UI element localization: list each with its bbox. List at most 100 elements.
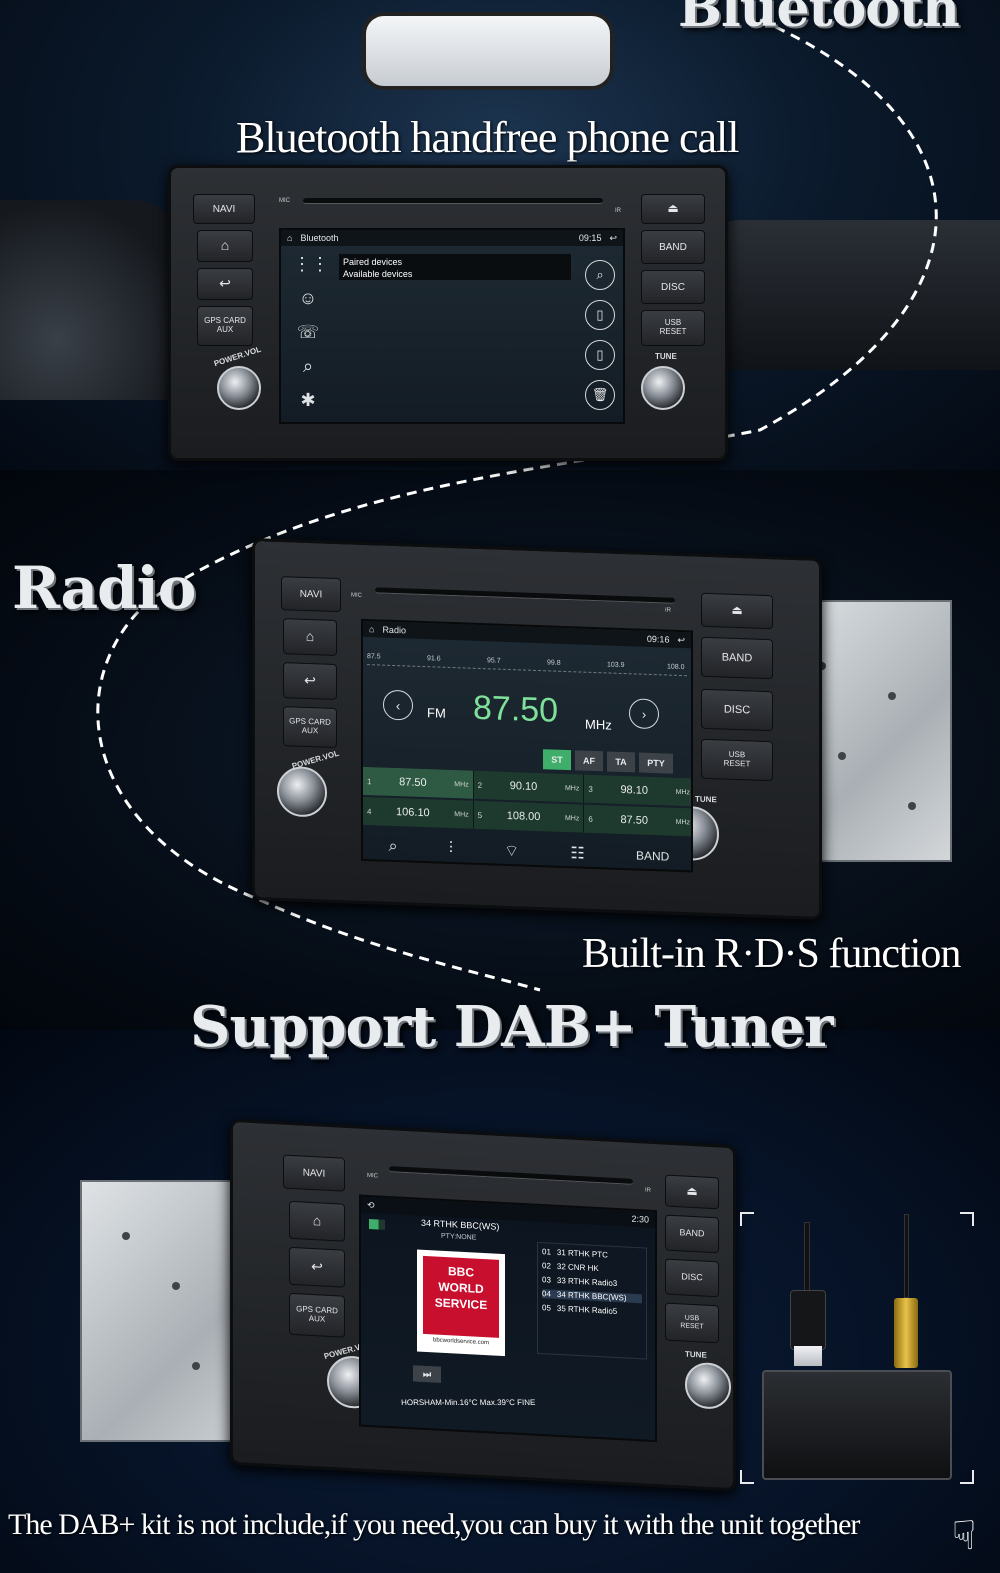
seek-forward-icon[interactable]: › [629,698,659,730]
contacts-icon[interactable]: ☺ [298,288,318,308]
home-icon: ⌂ [305,628,315,645]
tune-label: TUNE [655,352,677,361]
frame-corner [960,1212,974,1226]
back-button[interactable]: ↩ [289,1246,345,1288]
home-button[interactable]: ⌂ [283,618,337,657]
home-button[interactable]: ⌂ [289,1200,345,1242]
search-devices-icon[interactable]: ⌕ [585,260,615,290]
bluetooth-settings-icon[interactable]: ✱ [300,390,316,410]
navi-button[interactable]: NAVI [193,194,255,224]
available-devices-item[interactable]: Available devices [343,269,413,279]
dab-tuner-box [762,1370,952,1480]
rds-caption: Built-in R·D·S function [582,931,961,977]
delete-device-icon[interactable]: 🗑 [585,380,615,410]
head-unit-dab: NAVI ⌂ ↩ GPS CARD AUX POWER.VOL MIC IR ⏏… [230,1118,736,1492]
band-button[interactable]: BAND [701,636,773,680]
next-icon[interactable]: ⏭ [413,1365,441,1383]
eject-button[interactable]: ⏏ [701,592,773,630]
preset-button[interactable]: 2 90.10 MHz [473,770,585,803]
home-icon[interactable]: ⌂ [287,233,293,243]
usb-reset-button[interactable]: USB RESET [641,310,705,346]
home-icon: ⌂ [220,237,230,254]
home-icon[interactable]: ⌂ [369,624,375,635]
gps-card-aux-button[interactable]: GPS CARD AUX [289,1292,345,1338]
dab-heading: Support DAB+ Tuner [190,994,834,1060]
back-icon[interactable]: ↩ [609,232,617,243]
back-icon[interactable]: ↩ [677,634,685,645]
gps-card-label: GPS CARD [204,316,246,326]
volume-knob[interactable] [217,366,261,410]
home-button[interactable]: ⌂ [197,230,253,262]
back-button[interactable]: ↩ [197,268,253,300]
preset-number: 2 [477,780,483,790]
preset-unit: MHz [564,784,580,792]
eject-button[interactable]: ⏏ [665,1174,719,1210]
bbc-logo: BBC WORLD SERVICE [423,1255,499,1338]
scale-tick-label: 95.7 [487,657,501,665]
band-bottom-button[interactable]: BAND [636,848,670,864]
list-icon[interactable]: ☷ [570,845,585,863]
chassis-hole [192,1362,200,1370]
preset-frequency: 90.10 [509,780,538,794]
signal-icon[interactable]: ⌔ [504,842,520,861]
dialpad-icon[interactable]: ⋮⋮ [293,254,329,274]
scale-tick-label: 108.0 [667,663,685,672]
footer-note: The DAB+ kit is not include,if you need,… [8,1508,860,1541]
radio-heading: Radio [12,554,196,622]
paired-devices-item[interactable]: Paired devices [343,257,403,267]
pty-chip[interactable]: PTY [639,752,673,774]
station-number: 05 [542,1303,551,1313]
app-title: Radio [382,624,406,636]
seek-back-icon[interactable]: ‹ [383,689,413,721]
preset-unit: MHz [564,814,580,822]
aux-label: AUX [301,725,319,736]
band-button[interactable]: BAND [641,230,705,264]
tune-knob[interactable] [685,1361,731,1410]
ta-chip[interactable]: TA [607,751,635,773]
navi-button[interactable]: NAVI [281,576,341,613]
st-chip[interactable]: ST [543,749,571,771]
disc-button[interactable]: DISC [665,1258,719,1298]
band-button[interactable]: BAND [665,1214,719,1254]
preset-frequency: 108.00 [506,809,541,824]
gps-card-aux-button[interactable]: GPS CARD AUX [283,706,337,749]
frame-corner [960,1470,974,1484]
disc-button[interactable]: DISC [701,688,773,732]
usb-reset-button[interactable]: USB RESET [701,738,773,782]
call-log-icon[interactable]: ☏ [296,322,320,342]
disconnect-device-icon[interactable]: ▯ [585,340,615,370]
eject-button[interactable]: ⏏ [641,194,705,224]
navi-button[interactable]: NAVI [283,1154,345,1192]
frequency-display: 87.50 [473,688,559,730]
back-button[interactable]: ↩ [283,662,337,701]
search-icon[interactable]: ⌕ [302,356,314,376]
logo-url: bbcworldservice.com [432,1337,490,1347]
search-icon[interactable]: ⌕ [388,837,398,856]
antenna-connector [894,1298,918,1368]
disc-button[interactable]: DISC [641,270,705,304]
back-icon[interactable]: ⟲ [367,1199,375,1210]
eject-icon: ⏏ [667,201,679,216]
dab-screen: ⟲ 2:30 34 RTHK BBC(WS) PTY:NONE BBC WORL… [359,1194,657,1443]
bluetooth-caption: Bluetooth handfree phone call [236,113,739,162]
connect-device-icon[interactable]: ▯ [585,300,615,330]
usb-reset-button[interactable]: USB RESET [665,1302,719,1344]
tune-knob[interactable] [641,366,685,410]
gps-card-aux-button[interactable]: GPS CARD AUX [197,306,253,346]
aux-label: AUX [216,325,234,334]
volume-knob[interactable] [277,765,327,818]
equalizer-icon[interactable]: ⫶ [448,839,453,858]
band-label: FM [427,705,446,721]
af-chip[interactable]: AF [575,750,603,772]
